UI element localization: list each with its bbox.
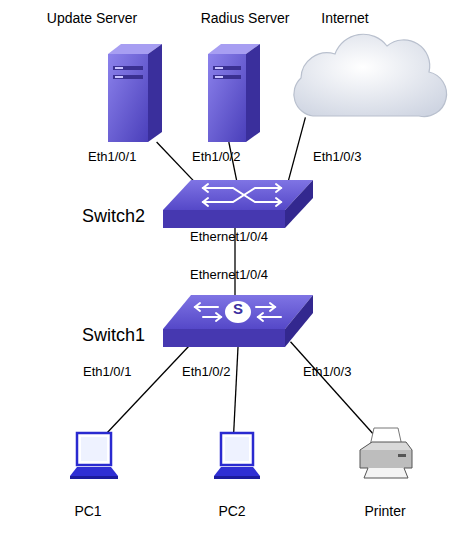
node-label: Internet <box>321 11 368 26</box>
laptop-base <box>70 467 118 476</box>
node-icon <box>163 180 313 228</box>
switch-arrow <box>256 306 275 308</box>
network-link <box>106 342 194 435</box>
switch-arrow-head <box>195 303 200 311</box>
printer-button <box>398 454 406 457</box>
switch-emblem <box>225 301 251 323</box>
printer-outline <box>360 442 412 478</box>
pc-node: PC2 <box>212 432 260 482</box>
port-label: Ethernet1/0/4 <box>190 230 268 244</box>
server-node: Update Server <box>108 44 162 142</box>
pc-node: PC1 <box>68 432 118 482</box>
node-label: PC2 <box>218 504 245 519</box>
switch-arrow-head <box>203 184 208 192</box>
network-link <box>286 117 305 189</box>
laptop-edge <box>70 476 118 479</box>
laptop-display <box>81 437 107 461</box>
switch-arrow <box>203 316 221 318</box>
server-front <box>208 54 246 142</box>
node-label: PC1 <box>74 504 101 519</box>
network-link <box>291 342 375 436</box>
switch-arrow <box>203 188 281 202</box>
printer-top <box>360 442 412 450</box>
switch-side <box>285 180 313 228</box>
server-led <box>215 76 223 78</box>
node-icon <box>68 432 118 482</box>
laptop-base <box>214 467 260 476</box>
printer-node: Printer <box>358 428 414 480</box>
laptop-screen <box>221 433 253 465</box>
switch-arrow-head <box>276 198 281 206</box>
laptop-screen <box>77 433 111 465</box>
laptop-display <box>225 437 249 461</box>
switch-arrow <box>195 306 218 308</box>
node-icon <box>108 44 162 142</box>
server-node: Radius Server <box>208 44 260 142</box>
node-icon <box>283 30 443 125</box>
switch-arrow-head <box>258 313 263 321</box>
node-label: Radius Server <box>201 11 290 26</box>
switch-arrow-head <box>203 198 208 206</box>
server-led <box>115 76 123 78</box>
server-slot <box>213 75 241 79</box>
cloud-shape <box>294 34 447 116</box>
switch-node: Switch2 <box>163 180 313 228</box>
switch-arrow <box>203 188 281 202</box>
printer-tray <box>364 468 408 478</box>
node-label: Update Server <box>47 11 137 26</box>
server-led <box>115 67 123 69</box>
server-slot <box>213 66 241 70</box>
cloud-node: Internet <box>283 30 443 125</box>
laptop-edge <box>214 476 260 479</box>
port-label: Eth1/0/3 <box>303 365 351 379</box>
switch-arrow-head <box>216 313 221 321</box>
node-label: Printer <box>364 504 405 519</box>
port-label: Eth1/0/1 <box>88 150 136 164</box>
port-label: Eth1/0/2 <box>182 365 230 379</box>
node-icon <box>212 432 260 482</box>
port-label: Ethernet1/0/4 <box>190 268 268 282</box>
port-label: Eth1/0/1 <box>83 365 131 379</box>
port-label: Eth1/0/2 <box>192 150 240 164</box>
switch-front <box>163 210 285 228</box>
server-slot <box>113 66 143 70</box>
switch-arrow-head <box>270 303 275 311</box>
emblem-letter: S <box>233 301 243 318</box>
switch-arrow-head <box>276 184 281 192</box>
server-led <box>215 67 223 69</box>
server-side <box>246 44 260 142</box>
printer-body <box>360 450 412 468</box>
server-side <box>148 44 162 142</box>
switch-side <box>285 295 313 347</box>
network-link <box>234 228 235 298</box>
switch-node: Switch1S <box>163 295 313 347</box>
node-icon <box>208 44 260 142</box>
switch-arrow <box>258 316 281 318</box>
port-label: Eth1/0/3 <box>313 150 361 164</box>
switch-front <box>163 329 285 347</box>
server-front <box>108 54 148 142</box>
network-link <box>234 347 238 435</box>
server-slot <box>113 75 143 79</box>
node-label: Switch1 <box>82 326 145 346</box>
node-icon <box>358 428 414 480</box>
node-label: Switch2 <box>82 207 145 227</box>
